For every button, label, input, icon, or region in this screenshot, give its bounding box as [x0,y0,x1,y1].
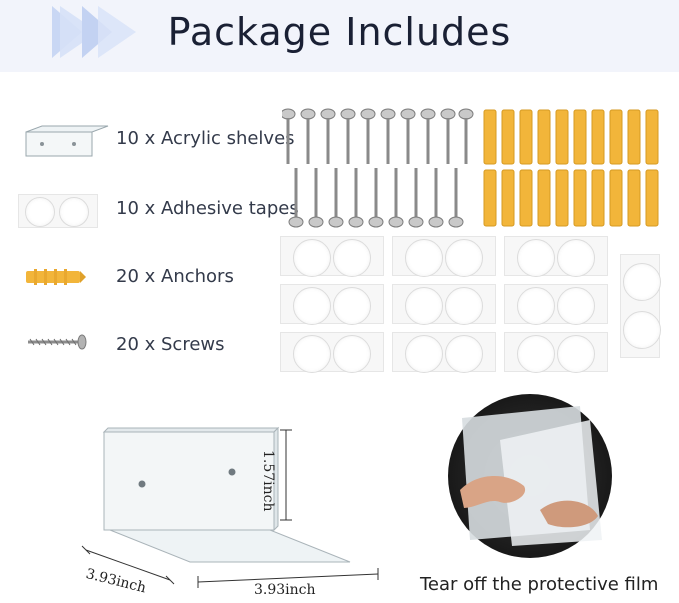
item-label-screws: 20 x Screws [116,334,225,355]
shelf-back-panel [103,431,275,531]
tape-sheet [280,284,384,325]
width-dimension-line [197,573,379,583]
screw-row-top [282,108,474,164]
tape-sheet [392,236,496,277]
height-dimension-label: 1.57inch [260,450,276,512]
tape-sheet [504,332,608,373]
tape-sheet [504,284,608,325]
item-label-shelves: 10 x Acrylic shelves [116,128,295,149]
width-dimension-label: 3.93inch [254,582,316,598]
item-label-tapes: 10 x Adhesive tapes [116,198,299,219]
screws-group-image [282,108,474,228]
page-title: Package Includes [167,10,512,54]
adhesive-tape-icon [18,194,98,228]
mounting-hole [228,468,236,476]
anchors-group-image [483,109,659,227]
hand-right [540,500,598,528]
mounting-hole [138,480,146,488]
tape-sheet-vertical [620,254,661,358]
shelf-dimension-diagram [81,426,379,588]
tape-sheet [280,236,384,277]
tape-sheet [392,284,496,325]
depth-dimension-line [85,549,171,581]
tape-sheet [504,236,608,277]
screw-icon [28,334,87,350]
item-label-anchors: 20 x Anchors [116,266,234,287]
protective-film-photo [448,394,612,558]
tape-sheet [392,332,496,373]
acrylic-shelf-icon [25,125,109,157]
tape-sheet [280,332,384,373]
hand-left [460,476,526,508]
protective-film-caption: Tear off the protective film [420,574,659,595]
double-arrow-icon [52,6,136,58]
screw-row-bottom [288,168,464,228]
anchor-icon [26,269,86,285]
shelf-base [109,529,351,563]
